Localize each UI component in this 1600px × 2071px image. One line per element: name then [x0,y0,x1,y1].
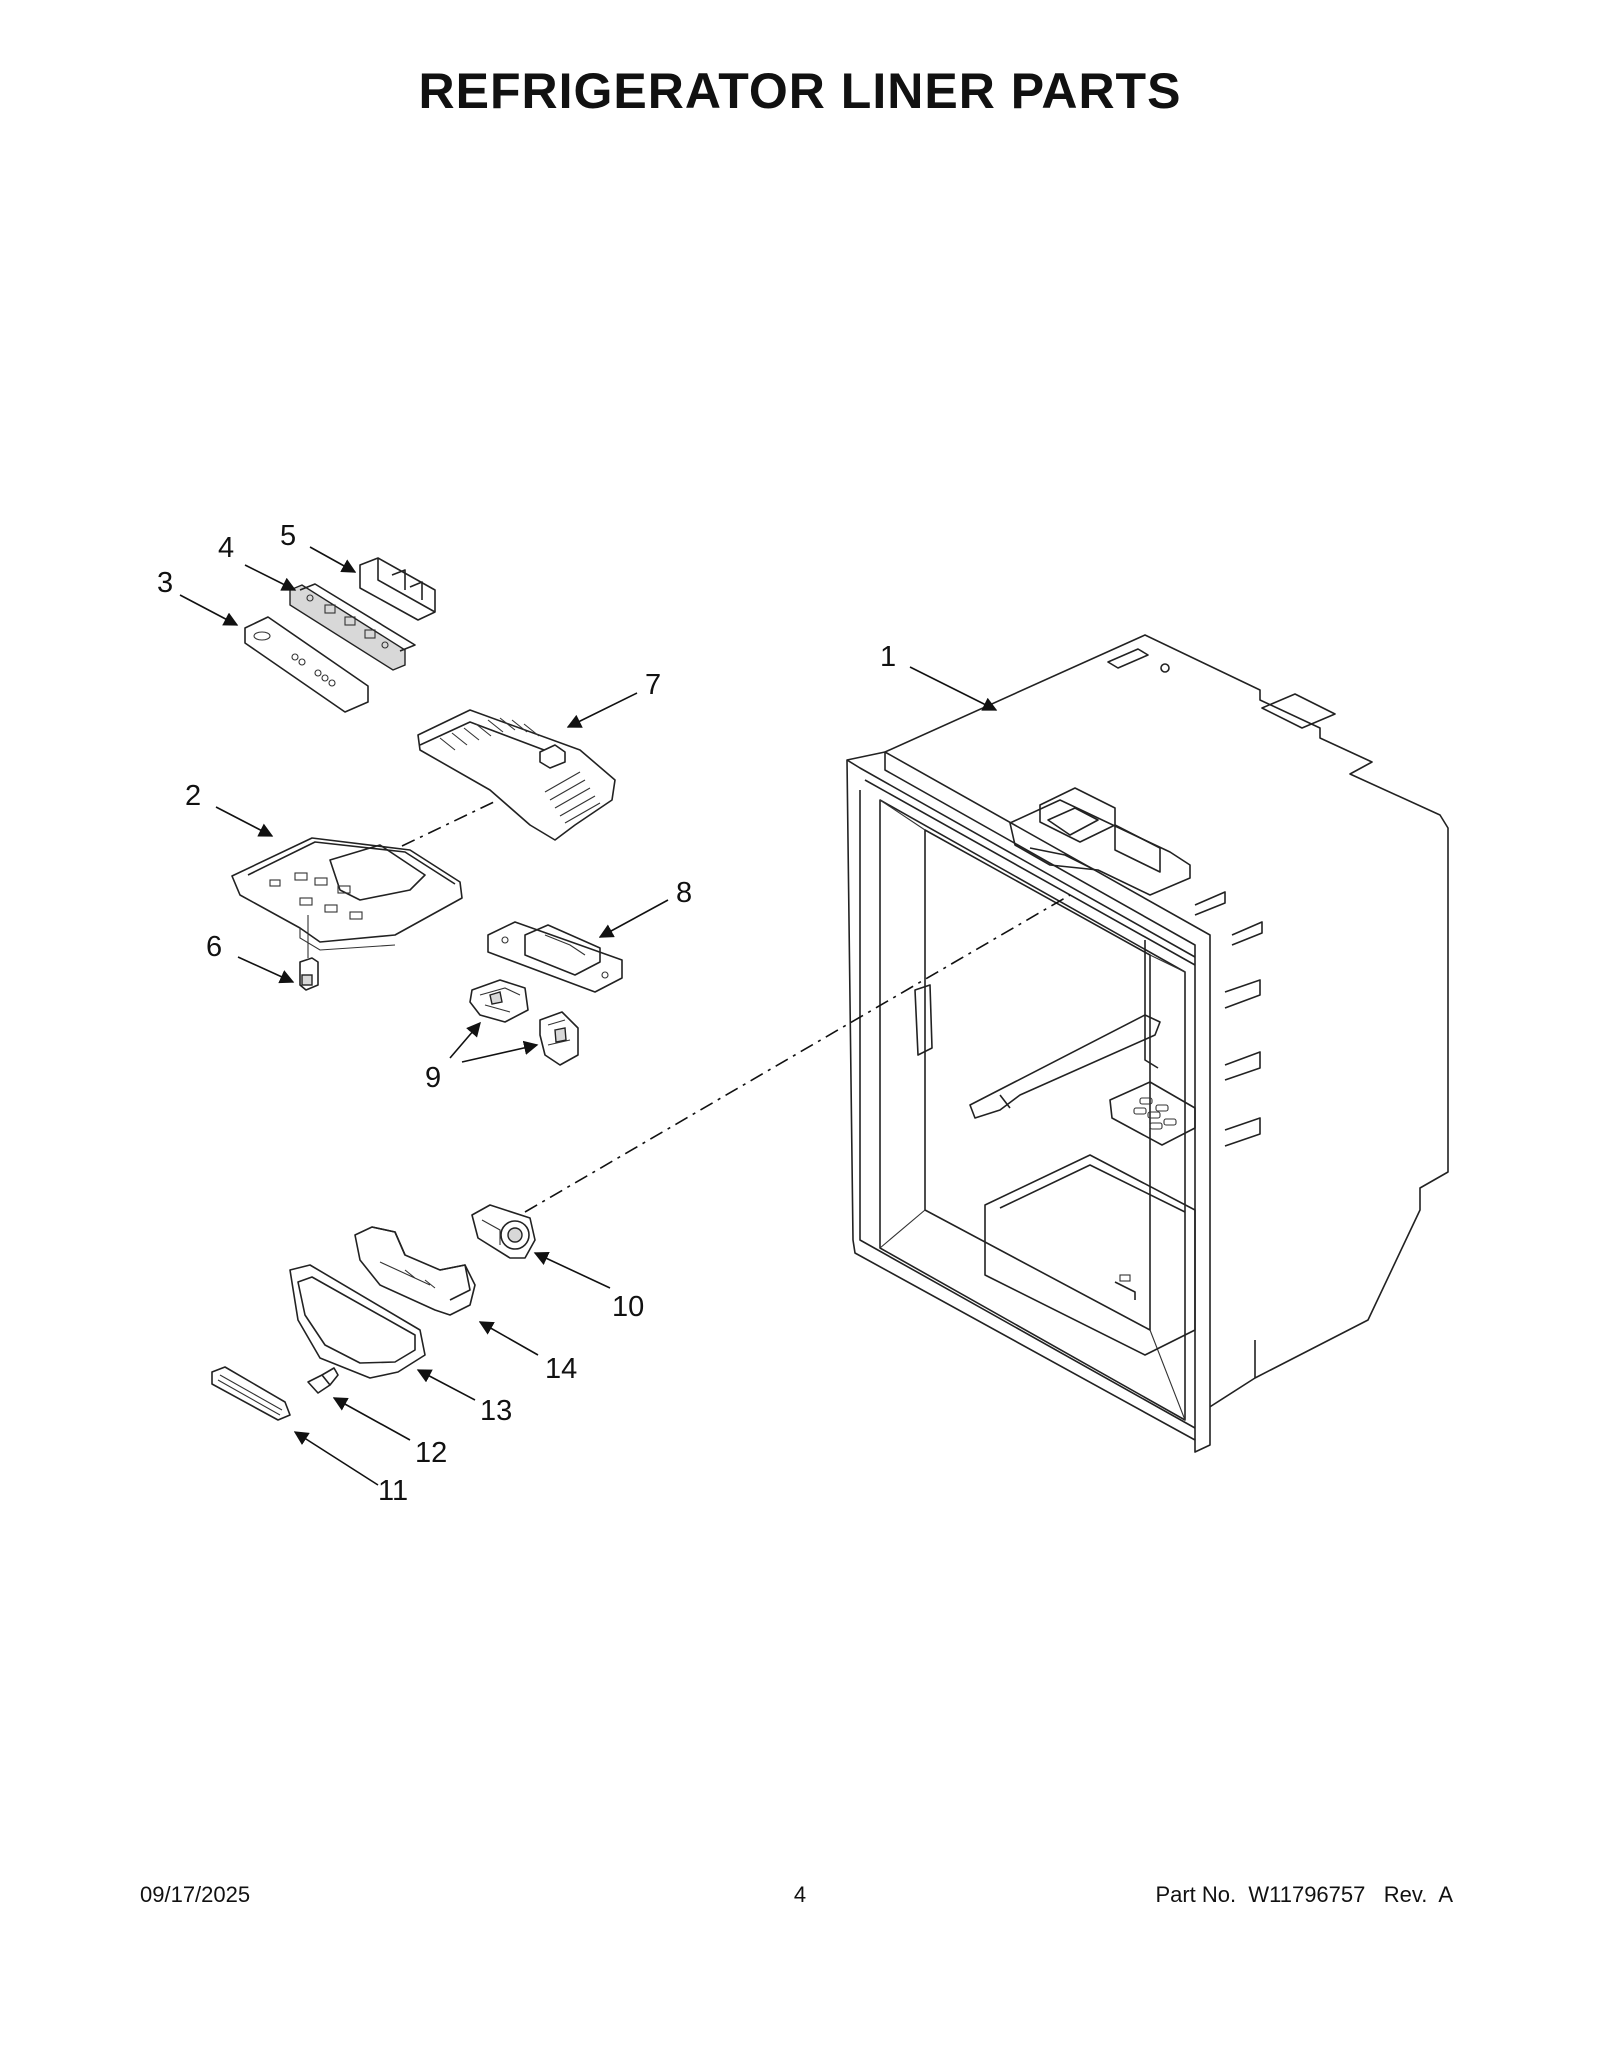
part-14-duct-cover [354,1226,476,1316]
callout-7: 7 [645,669,661,701]
callout-11: 11 [378,1475,408,1507]
callout-5: 5 [280,520,296,552]
part-11-grille [211,1366,291,1421]
leader-1 [909,666,998,711]
part-4-control-bracket [289,583,416,671]
callout-2: 2 [185,780,201,812]
part-13-trim [289,1264,426,1379]
callout-4: 4 [218,532,234,564]
leader-13 [416,1369,476,1401]
leader-7 [566,692,638,728]
leader-3 [179,594,239,626]
callout-14: 14 [545,1353,577,1385]
part-6-light-socket [299,915,319,991]
leader-4 [244,564,297,591]
callout-12: 12 [415,1437,447,1469]
callout-1: 1 [880,641,896,673]
callout-8: 8 [676,877,692,909]
part-8-lens-housing [487,921,623,993]
part-3-ui-overlay [244,616,369,713]
part-7-air-diffuser [417,709,616,841]
leader-6 [237,956,295,984]
callout-10: 10 [612,1291,644,1323]
leader-lines [179,546,998,1486]
leader-9b [461,1040,539,1063]
leader-14 [478,1321,539,1356]
leader-11 [293,1431,379,1486]
footer-date: 09/17/2025 [140,1882,251,1907]
leader-10 [533,1251,611,1289]
footer-part-number: Part No. W11796757 Rev. A [1155,1882,1453,1907]
leader-8 [598,899,669,938]
callout-labels: 1 2 3 4 5 6 7 8 9 10 11 12 13 14 [157,520,896,1507]
part-9-lamp-modules [469,979,579,1066]
part-10-fan-assembly [471,894,1071,1259]
leader-9a [449,1021,481,1059]
part-5-cover [359,557,436,621]
callout-6: 6 [206,931,222,963]
leader-2 [215,806,274,837]
part-12-screw [307,1367,339,1394]
page-title: REFRIGERATOR LINER PARTS [418,63,1182,119]
part-1-liner [846,634,1449,1453]
callout-13: 13 [480,1395,512,1427]
callout-9: 9 [425,1062,441,1094]
leader-5 [309,546,357,573]
footer-page-number: 4 [793,1882,807,1907]
part-2-control-housing [231,799,499,951]
callout-3: 3 [157,567,173,599]
leader-12 [332,1397,411,1441]
